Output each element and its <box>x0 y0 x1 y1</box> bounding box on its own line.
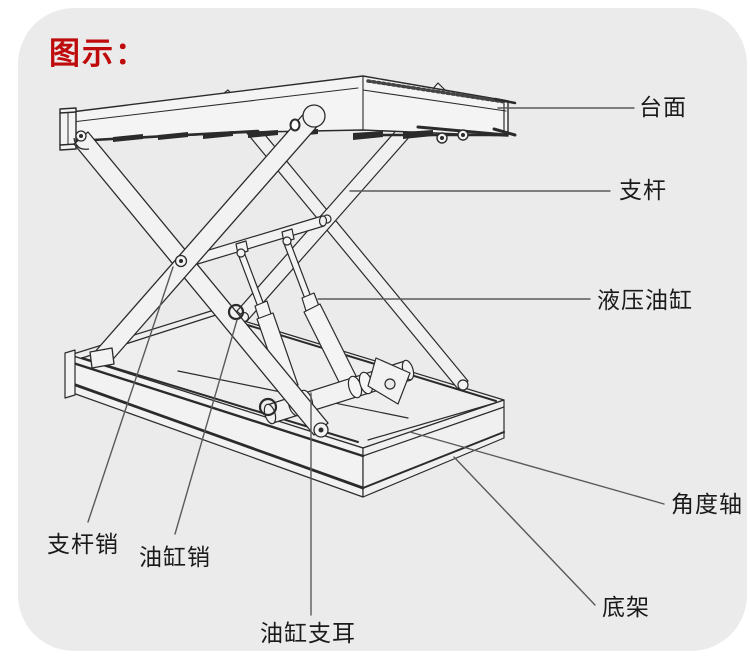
leader-zhiganxiao <box>87 266 174 523</box>
label-cylinder-pin: 油缸销 <box>139 544 211 570</box>
label-base-frame: 底架 <box>602 594 650 620</box>
cylinder2-top-pin <box>282 236 292 246</box>
cylinder1-top-pin <box>236 248 246 258</box>
label-cylinder-support-lug: 油缸支耳 <box>260 620 356 646</box>
label-support-rod-pin: 支杆销 <box>47 531 119 557</box>
label-platform: 台面 <box>639 94 687 120</box>
cylinder-pin-ring <box>227 303 245 321</box>
leader-jiaoduzhou <box>409 431 665 505</box>
lug-hole <box>384 378 396 390</box>
front-foot-bracket <box>89 347 115 369</box>
label-support-rod: 支杆 <box>619 177 667 203</box>
leader-lines <box>87 107 665 616</box>
rear-foot-roller <box>457 379 469 391</box>
leader-yougangxiao <box>174 319 238 535</box>
platform <box>59 75 517 151</box>
label-hydraulic-cylinder: 液压油缸 <box>597 287 693 313</box>
label-angle-axle: 角度轴 <box>671 491 743 517</box>
base-right-face <box>362 399 505 498</box>
scissor-lift-diagram <box>59 75 665 616</box>
page-title: 图示： <box>49 36 148 71</box>
leader-dijia <box>453 456 596 606</box>
front-scissor-arms <box>73 104 329 438</box>
arm-pin-hole <box>289 118 301 132</box>
diagram-card: 图示： <box>18 8 747 651</box>
base-pin-ring <box>258 397 278 417</box>
